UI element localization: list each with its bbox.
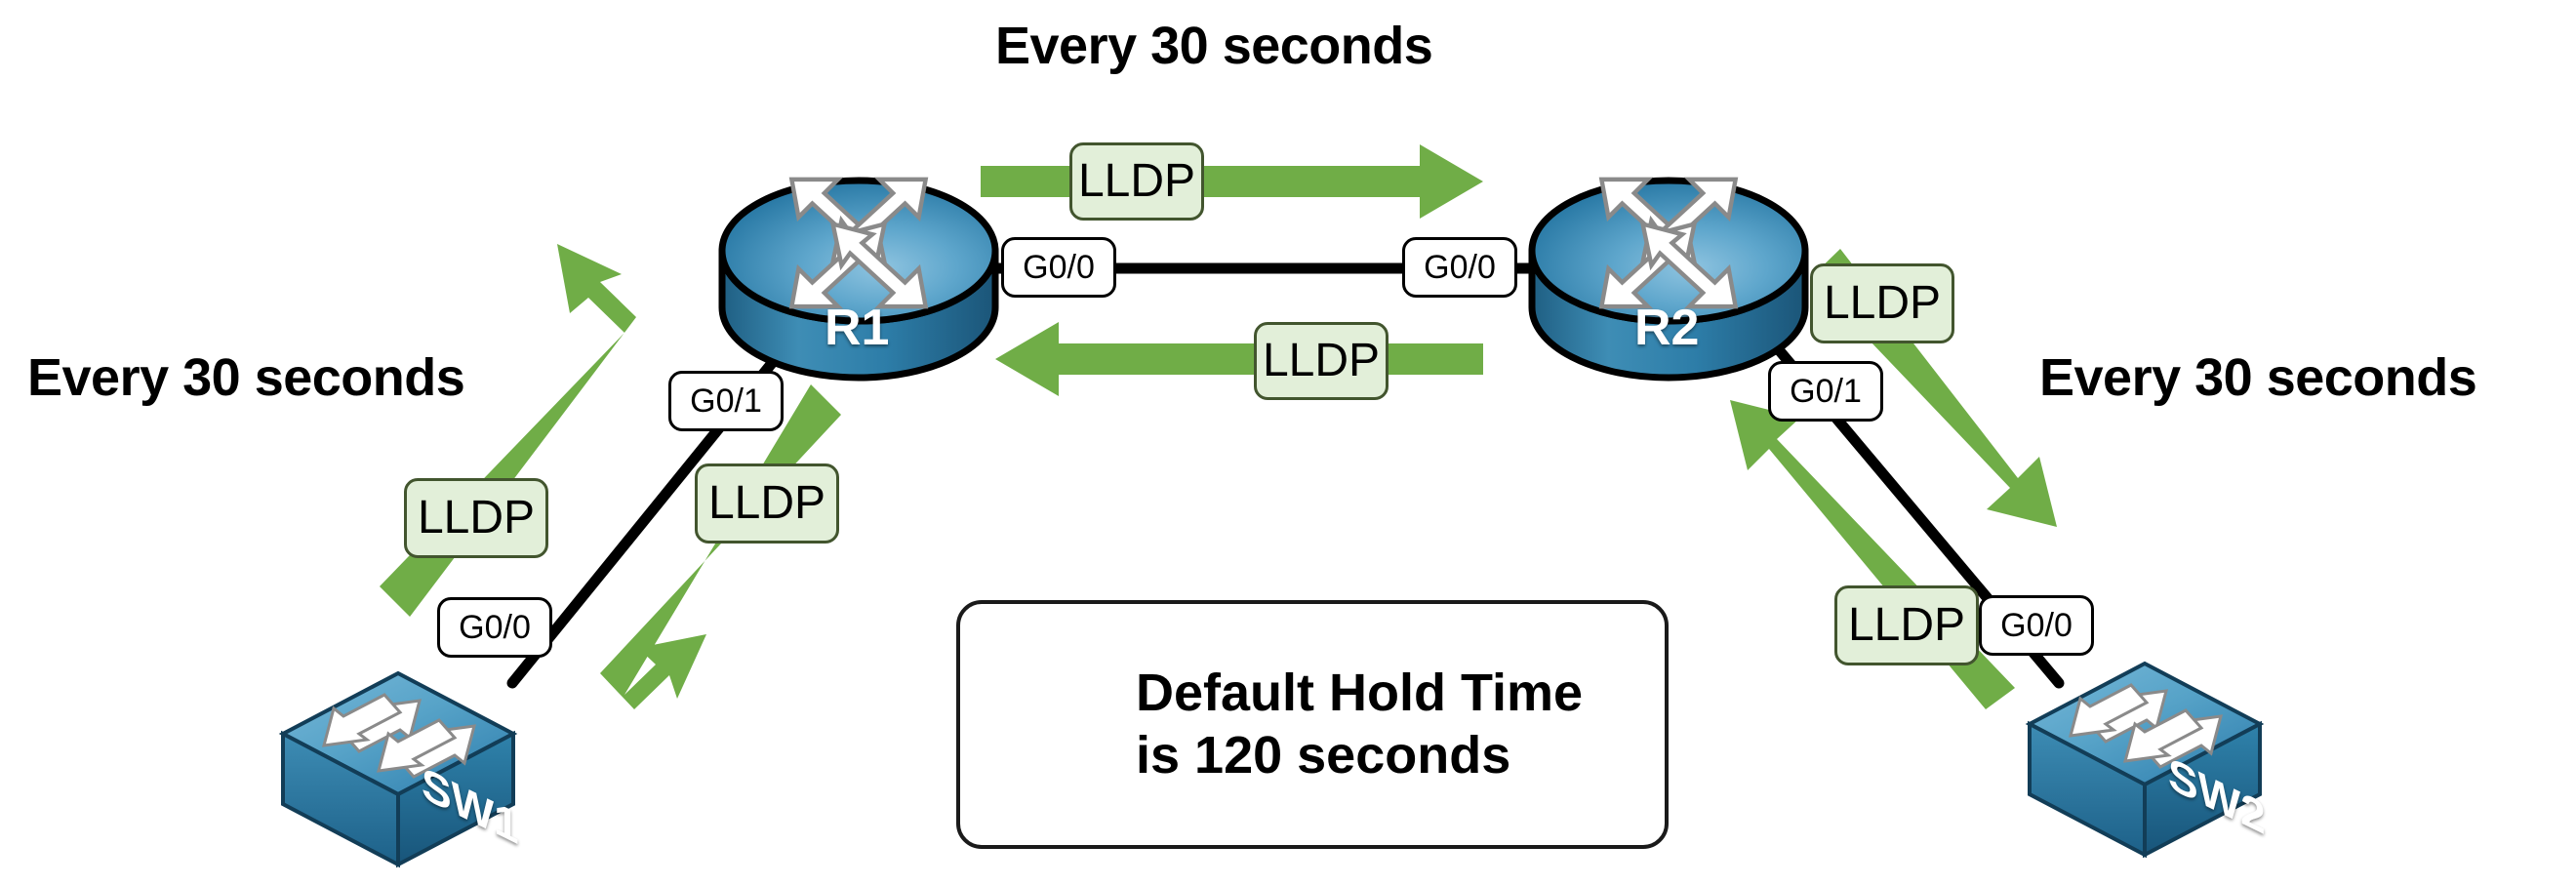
interface-label-sw2-g00[interactable]: G0/0 [1979, 595, 2094, 656]
lldp-label-r1-to-sw1[interactable]: LLDP [695, 463, 839, 544]
annotation-left: Every 30 seconds [27, 348, 465, 407]
interface-label-r1-g01[interactable]: G0/1 [668, 371, 784, 431]
interface-label-r1-g00[interactable]: G0/0 [1001, 237, 1116, 298]
lldp-label-r2-to-sw2[interactable]: LLDP [1810, 263, 1954, 343]
hold-time-line1: Default Hold Time [1136, 663, 1584, 722]
sw2-arrow-glyphs [2068, 683, 2224, 769]
device-r2[interactable] [1528, 177, 1809, 382]
annotation-top-center: Every 30 seconds [995, 17, 1433, 75]
sw1-right [396, 730, 515, 868]
hold-time-callout: Default Hold Time is 120 seconds [956, 600, 1669, 849]
device-r1[interactable] [718, 177, 999, 382]
interface-label-r2-g00[interactable]: G0/0 [1402, 237, 1517, 298]
sw1-arrow-glyphs [321, 693, 477, 779]
lldp-label-sw1-to-r1[interactable]: LLDP [404, 478, 548, 558]
annotation-right: Every 30 seconds [2039, 348, 2477, 407]
lldp-arrow-r1-to-r2 [981, 144, 1483, 219]
sw2-right [2143, 720, 2262, 859]
hold-time-text: Default Hold Time is 120 seconds [1136, 663, 1583, 786]
lldp-label-sw2-to-r2[interactable]: LLDP [1834, 585, 1979, 665]
device-sw1[interactable] [278, 670, 518, 868]
device-sw2[interactable] [2025, 661, 2265, 859]
hourglass-icon-slot [993, 632, 1101, 818]
lldp-label-r1-to-r2[interactable]: LLDP [1069, 142, 1204, 221]
interface-label-sw1-g00[interactable]: G0/0 [437, 597, 552, 658]
interface-label-r2-g01[interactable]: G0/1 [1768, 361, 1883, 422]
lldp-arrow-r2-to-r1 [995, 322, 1483, 396]
hold-time-line2: is 120 seconds [1136, 725, 1511, 785]
lldp-label-r2-to-r1[interactable]: LLDP [1254, 322, 1389, 400]
lldp-arrow-sw1-to-r1 [380, 244, 636, 617]
